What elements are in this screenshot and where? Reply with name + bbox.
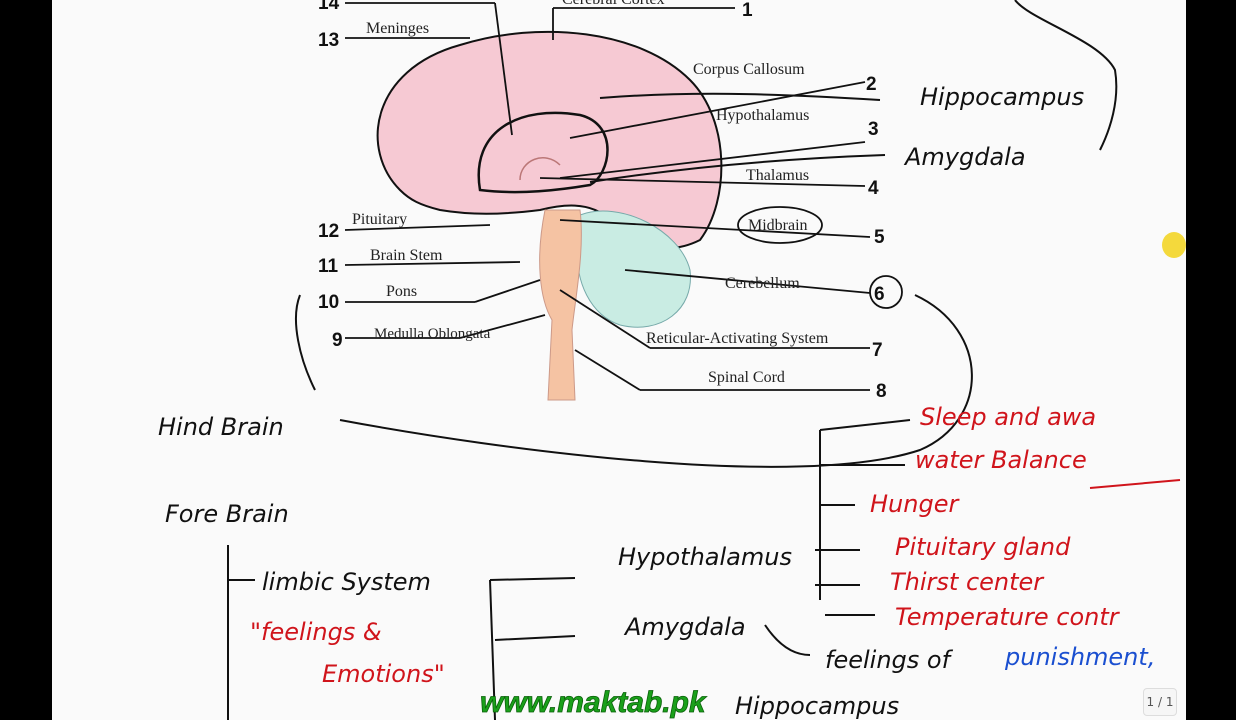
label-cerebral-cortex: Cerebral Cortex [562, 0, 665, 8]
label-pituitary: Pituitary [352, 211, 407, 228]
label-meninges: Meninges [366, 20, 429, 37]
note-hippocampus: Hippocampus [920, 83, 1084, 111]
note-temperature-control: Temperature contr [895, 603, 1121, 631]
label-corpus-callosum: Corpus Callosum [693, 61, 805, 78]
label-num-6: 6 [874, 284, 885, 305]
label-num-8: 8 [876, 381, 887, 402]
note-water-balance: water Balance [915, 446, 1087, 474]
leader-lines [344, 2, 871, 391]
label-brain-stem: Brain Stem [370, 247, 443, 264]
label-hypothalamus: Hypothalamus [716, 107, 809, 124]
label-num-12: 12 [318, 221, 339, 242]
label-medulla: Medulla Oblongata [374, 326, 491, 342]
page-indicator[interactable]: 1 / 1 [1143, 688, 1177, 716]
label-num-10: 10 [318, 292, 339, 313]
label-num-9: 9 [332, 330, 343, 351]
note-feelings-of: feelings of [825, 646, 954, 674]
brain-diagram: 1 Cerebral Cortex 2 Corpus Callosum 3 Hy… [158, 0, 1181, 720]
note-emotions: Emotions" [322, 660, 445, 688]
label-num-3: 3 [868, 119, 879, 140]
note-amygdala: Amygdala [903, 143, 1026, 171]
note-limbic-system: limbic System [262, 568, 431, 596]
note-pituitary-gland: Pituitary gland [895, 533, 1071, 561]
note-punishment: punishment, [1004, 643, 1155, 671]
note-hind-brain: Hind Brain [158, 413, 284, 441]
pointer-highlight [1162, 232, 1186, 258]
note-fore-brain: Fore Brain [165, 500, 289, 528]
label-num-2: 2 [866, 74, 877, 95]
label-reticular-activating-system: Reticular-Activating System [646, 330, 829, 347]
num-6-circle [869, 275, 903, 309]
cerebellum [577, 210, 691, 328]
label-spinal-cord: Spinal Cord [708, 369, 785, 386]
label-cerebellum: Cerebellum [725, 275, 800, 292]
label-num-1: 1 [742, 0, 753, 21]
note-hypothalamus: Hypothalamus [618, 543, 792, 571]
note-amygdala-2: Amygdala [623, 613, 746, 641]
midbrain-circle [737, 206, 823, 244]
label-num-7: 7 [872, 340, 883, 361]
corpus-callosum-outline [477, 111, 609, 194]
note-thirst-center: Thirst center [890, 568, 1045, 596]
note-sleep: Sleep and awa [920, 403, 1096, 431]
cerebrum [376, 30, 723, 250]
note-feelings: "feelings & [250, 618, 382, 646]
label-thalamus: Thalamus [746, 167, 809, 184]
label-midbrain: Midbrain [748, 217, 808, 234]
label-pons: Pons [386, 283, 417, 300]
thalamus-outline [519, 157, 561, 181]
label-num-13: 13 [318, 30, 339, 51]
label-num-4: 4 [868, 178, 879, 199]
whiteboard: 1 Cerebral Cortex 2 Corpus Callosum 3 Hy… [52, 0, 1186, 720]
label-num-11: 11 [318, 256, 339, 277]
label-num-14: 14 [318, 0, 340, 14]
note-hippocampus-2: Hippocampus [735, 692, 899, 720]
brain-stem [539, 209, 582, 401]
watermark-logo: www.maktab.pk [480, 686, 707, 719]
red-arrow [1089, 479, 1181, 489]
note-hunger: Hunger [870, 490, 960, 518]
label-num-5: 5 [874, 227, 885, 248]
hand-strokes [227, 0, 1118, 720]
